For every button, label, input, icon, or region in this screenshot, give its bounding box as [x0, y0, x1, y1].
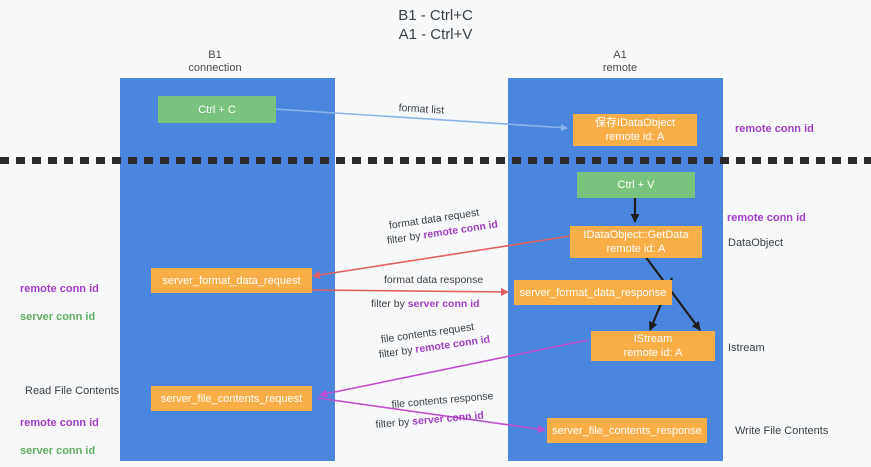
server-conn-id-highlight: server conn id	[411, 409, 485, 428]
page-title: B1 - Ctrl+C A1 - Ctrl+V	[398, 7, 473, 43]
node-server-file-contents-response[interactable]: server_file_contents_response	[547, 418, 707, 443]
node-ctrl-c[interactable]: Ctrl + C	[158, 96, 276, 123]
edge-label-format-list: format list	[398, 101, 445, 117]
node-server-file-contents-request[interactable]: server_file_contents_request	[151, 386, 312, 411]
node-idataobject-getdata[interactable]: IDataObject::GetData remote id: A	[570, 226, 702, 258]
annotation-server-conn-id-left-2: server conn id	[20, 445, 96, 457]
filter-by-text: filter by	[375, 415, 413, 431]
filter-by-text: filter by	[371, 298, 408, 310]
node-server-format-data-request[interactable]: server_format_data_request	[151, 268, 312, 293]
node-istream[interactable]: IStream remote id: A	[591, 331, 715, 361]
annotation-remote-conn-id-left-2: remote conn id	[20, 417, 99, 429]
filter-by-text: filter by	[386, 229, 425, 247]
column-header-b1: B1 connection	[188, 49, 242, 74]
filter-by-text: filter by	[378, 343, 417, 361]
arrow-format-data-response	[311, 287, 509, 296]
node-save-idataobject[interactable]: 保存IDataObject remote id: A	[573, 114, 697, 146]
edge-label-file-contents-response-filter: filter by server conn id	[375, 409, 484, 432]
annotation-write-file-contents: Write File Contents	[735, 425, 829, 437]
annotation-dataobject: DataObject	[728, 237, 784, 249]
annotation-server-conn-id-left: server conn id	[20, 311, 96, 323]
annotation-remote-conn-id-top: remote conn id	[735, 123, 814, 135]
annotation-conn-id-stack-top: remote conn id server conn id	[20, 268, 99, 338]
edge-label-format-data-response-filter: filter by server conn id	[371, 297, 480, 311]
section-divider	[0, 157, 871, 164]
node-ctrl-v[interactable]: Ctrl + V	[577, 172, 695, 198]
server-conn-id-highlight: server conn id	[407, 298, 480, 310]
annotation-istream: Istream	[728, 342, 765, 354]
node-server-format-data-response[interactable]: server_format_data_response	[514, 280, 672, 305]
annotation-conn-id-stack-bottom: remote conn id server conn id	[20, 402, 99, 467]
column-header-a1: A1 remote	[602, 49, 638, 74]
annotation-remote-conn-id-mid: remote conn id	[727, 212, 806, 224]
annotation-read-file-contents: Read File Contents	[25, 385, 120, 397]
edge-label-format-data-response: format data response	[384, 274, 484, 286]
annotation-remote-conn-id-left: remote conn id	[20, 283, 99, 295]
